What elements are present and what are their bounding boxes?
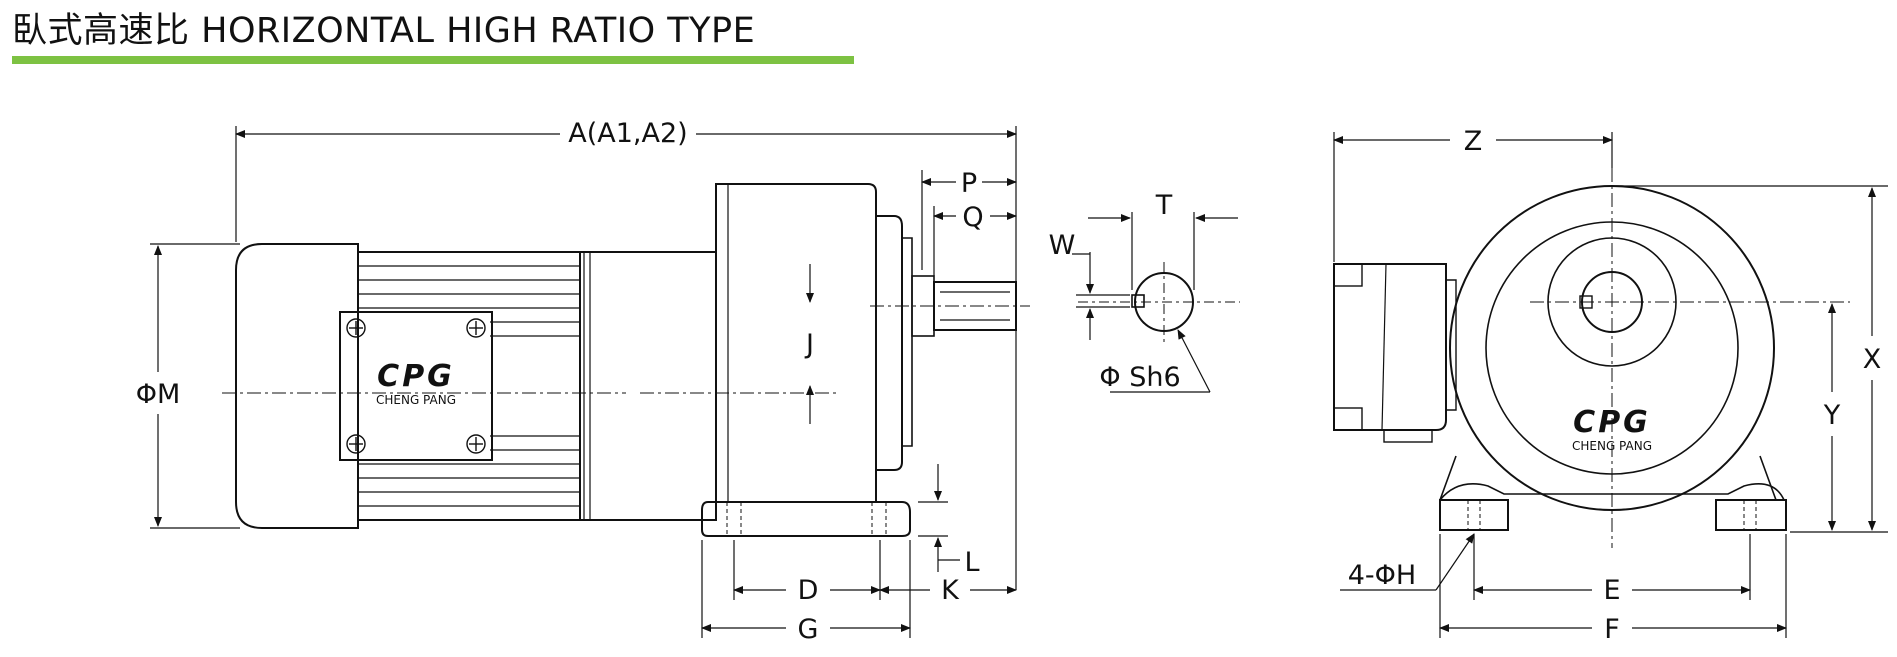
front-terminal-box [1333,263,1447,431]
cooling-fins [358,265,580,507]
terminal-box [339,311,493,461]
dim-p-label: P [961,168,977,199]
side-dimension-labels: A(A1,A2) P Q J ΦM D G K L [136,118,984,645]
dim-f-label: F [1604,614,1620,645]
front-logo: CPG CHENG PANG [1572,405,1652,453]
key-slot [1131,294,1145,308]
dim-x-label: X [1863,344,1882,375]
dim-sh6-label: Φ Sh6 [1099,362,1180,393]
front-foot-left [1439,499,1509,531]
front-arch [1439,483,1785,501]
front-dimension-labels: Z X Y E F 4-ΦH [1348,126,1881,645]
dim-k-label: K [941,575,960,606]
dim-g-label: G [798,614,819,645]
dim-y-label: Y [1823,400,1841,431]
front-brand-name: CHENG PANG [1572,439,1652,453]
front-support [1439,455,1777,501]
motor-flange [579,251,717,521]
dim-l-label: L [964,547,979,578]
dim-d-label: D [798,575,819,606]
front-brand-logo: CPG [1573,405,1651,440]
dim-m-label: ΦM [136,379,181,410]
dim-w-label: W [1049,230,1076,261]
shaft-labels: T W Φ Sh6 [1049,190,1181,393]
title-underline [12,56,854,64]
brand-name: CHENG PANG [376,393,456,407]
gearbox-housing [715,183,877,503]
page-title: 臥式高速比 HORIZONTAL HIGH RATIO TYPE [12,11,756,51]
front-dimensions [1333,132,1888,638]
dim-e-label: E [1603,575,1620,606]
flange-ring [583,251,591,521]
side-dimensions [150,126,1017,638]
side-view [222,183,1030,537]
dim-t-label: T [1155,190,1173,221]
front-foot-right [1715,499,1787,531]
dim-a-label: A(A1,A2) [568,118,687,149]
gearbox-base [701,501,911,537]
dim-q-label: Q [962,202,983,233]
gearbox-cover [876,215,903,471]
side-logo: CPG CHENG PANG [376,359,456,407]
brand-logo: CPG [377,359,455,394]
dim-z-label: Z [1464,126,1483,157]
motor-end-cap [235,243,359,529]
terminal-screws [346,318,486,454]
shaft-detail [1072,212,1240,393]
front-view [1333,168,1850,548]
dim-j-label: J [804,329,814,360]
dim-h-label: 4-ΦH [1348,560,1416,591]
